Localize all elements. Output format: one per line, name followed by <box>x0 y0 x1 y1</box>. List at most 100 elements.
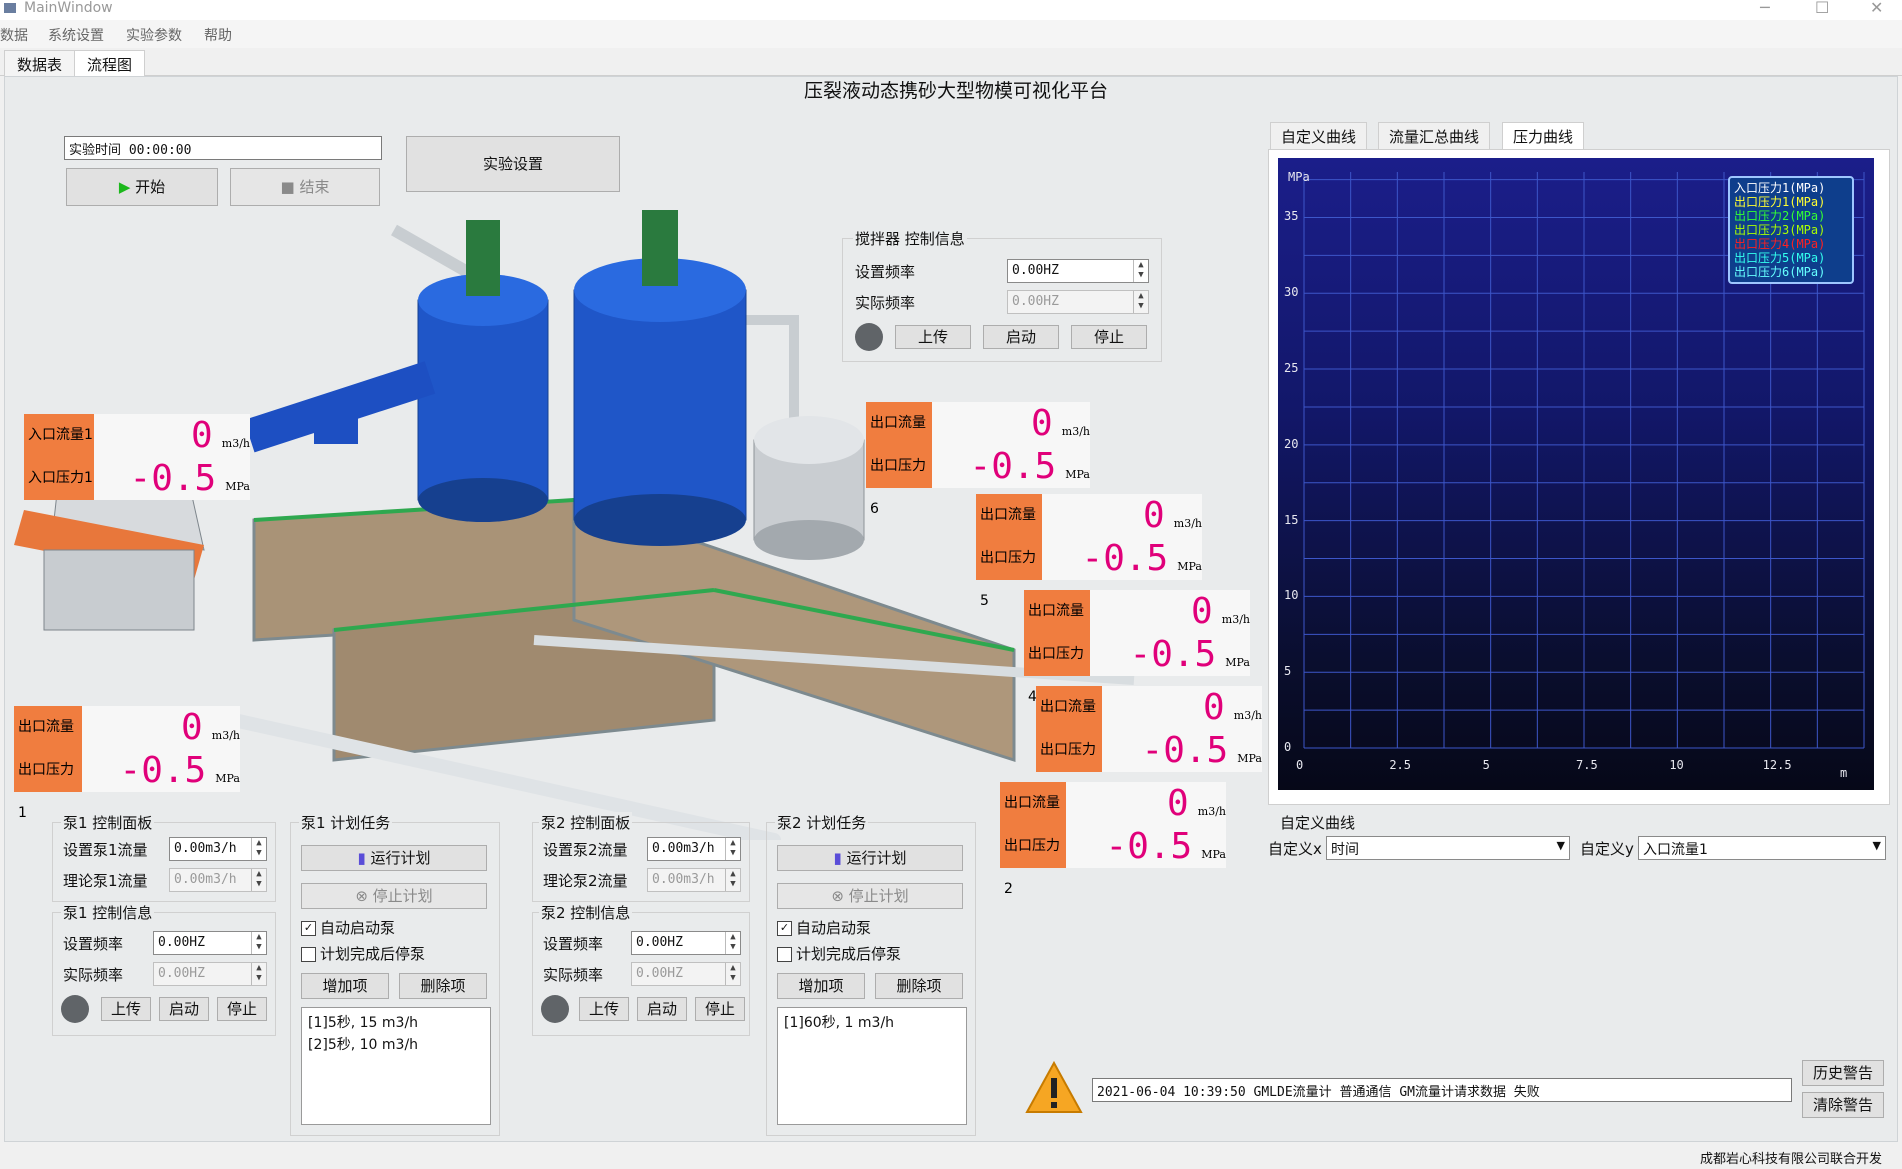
pump2-plan-group: 泵2 计划任务 ▮ 运行计划 ⊗ 停止计划 ✓自动启动泵 计划完成后停泵 增加项… <box>766 812 976 1136</box>
gauge-flow-number: 0 <box>1143 495 1165 536</box>
mixer-act-freq-label: 实际频率 <box>855 294 916 312</box>
pump2-set-flow-input[interactable]: 0.00m3/h ▲▼ <box>647 837 741 861</box>
pump1-set-flow-input[interactable]: 0.00m3/h ▲▼ <box>169 837 267 861</box>
pump1-upload-button[interactable]: 上传 <box>101 997 151 1021</box>
pump2-add-item-button[interactable]: 增加项 <box>777 973 865 999</box>
spin-arrows-icon[interactable]: ▲▼ <box>725 932 740 954</box>
pump2-plan-list[interactable]: [1]60秒, 1 m3/h <box>777 1007 967 1125</box>
x-tick-label: 12.5 <box>1762 758 1792 772</box>
mixer-set-freq-value: 0.00HZ <box>1012 263 1059 278</box>
gauge-flow-label: 出口流量1 <box>14 706 82 778</box>
pump2-stop-plan-button[interactable]: ⊗ 停止计划 <box>777 883 963 909</box>
chart-legend[interactable]: 入口压力1(MPa)出口压力1(MPa)出口压力2(MPa)出口压力3(MPa)… <box>1728 176 1854 284</box>
spin-arrows-icon[interactable]: ▲▼ <box>251 838 266 860</box>
end-button[interactable]: ■ 结束 <box>230 168 380 206</box>
pump2-auto-start-checkbox[interactable]: ✓ 自动启动泵 <box>777 917 871 938</box>
legend-entry[interactable]: 出口压力5(MPa) <box>1734 251 1826 265</box>
app-icon <box>4 3 16 13</box>
gauge-flow-unit: m3/h <box>1061 425 1090 438</box>
pump2-theory-flow-label: 理论泵2流量 <box>543 872 628 890</box>
pump2-panel-title: 泵2 控制面板 <box>539 812 633 833</box>
pump1-run-plan-button[interactable]: ▮ 运行计划 <box>301 845 487 871</box>
pump1-set-freq-input[interactable]: 0.00HZ ▲▼ <box>153 931 267 955</box>
pump2-auto-start-label: 自动启动泵 <box>796 919 872 937</box>
chevron-down-icon[interactable]: ▼ <box>1556 839 1565 852</box>
cancel-circle-icon: ⊗ <box>831 887 844 905</box>
pump1-plan-list[interactable]: [1]5秒, 15 m3/h [2]5秒, 10 m3/h <box>301 1007 491 1125</box>
pump1-theory-flow-input: 0.00m3/h ▲▼ <box>169 868 267 892</box>
spin-arrows-icon: ▲▼ <box>251 869 266 891</box>
custom-y-select[interactable]: 入口流量1 ▼ <box>1638 836 1886 860</box>
menu-item-data[interactable]: 数据 <box>0 28 28 44</box>
pump2-set-flow-label: 设置泵2流量 <box>543 841 628 859</box>
pump2-upload-button[interactable]: 上传 <box>579 997 629 1021</box>
pump1-plan-title: 泵1 计划任务 <box>299 812 393 833</box>
pump1-stop-plan-button[interactable]: ⊗ 停止计划 <box>301 883 487 909</box>
menu-item-experiment-params[interactable]: 实验参数 <box>126 28 182 44</box>
gauge-flow-value: 0 m3/h <box>1090 590 1250 633</box>
pump1-stop-button[interactable]: 停止 <box>217 997 267 1021</box>
y-tick-label: 10 <box>1284 588 1299 603</box>
mixer-set-freq-input[interactable]: 0.00HZ ▲▼ <box>1007 259 1149 283</box>
legend-entry[interactable]: 出口压力3(MPa) <box>1734 223 1826 237</box>
gauge-pressure-value: -0.5 MPa <box>82 749 240 792</box>
pump1-status-led <box>61 995 89 1023</box>
list-item[interactable]: [1]5秒, 15 m3/h <box>308 1015 419 1031</box>
pump2-run-plan-button[interactable]: ▮ 运行计划 <box>777 845 963 871</box>
legend-entry[interactable]: 出口压力4(MPa) <box>1734 237 1826 251</box>
spin-arrows-icon: ▲▼ <box>725 869 740 891</box>
menu-item-system-settings[interactable]: 系统设置 <box>48 28 104 44</box>
spin-arrows-icon[interactable]: ▲▼ <box>251 932 266 954</box>
gauge-pressure-value: -0.5 MPa <box>1066 825 1226 868</box>
maximize-icon[interactable]: ☐ <box>1815 0 1830 17</box>
history-alarm-button[interactable]: 历史警告 <box>1802 1060 1884 1086</box>
chevron-down-icon[interactable]: ▼ <box>1872 839 1881 852</box>
x-tick-label: 10 <box>1669 758 1684 772</box>
checkbox-checked-icon: ✓ <box>301 921 316 936</box>
checkbox-checked-icon: ✓ <box>777 921 792 936</box>
legend-entry[interactable]: 出口压力2(MPa) <box>1734 209 1826 223</box>
experiment-settings-button[interactable]: 实验设置 <box>406 136 620 192</box>
mixer-control-group: 搅拌器 控制信息 设置频率 0.00HZ ▲▼ 实际频率 0.00HZ ▲▼ 上… <box>842 228 1162 362</box>
mixer-stop-button[interactable]: 停止 <box>1071 325 1147 349</box>
y-tick-label: 5 <box>1284 664 1292 679</box>
close-icon[interactable]: ✕ <box>1870 0 1884 17</box>
list-item[interactable]: [2]5秒, 10 m3/h <box>308 1037 419 1053</box>
pump1-set-flow-value: 0.00m3/h <box>174 841 237 856</box>
legend-entry[interactable]: 出口压力6(MPa) <box>1734 265 1826 279</box>
menu-item-help[interactable]: 帮助 <box>204 28 232 44</box>
pump1-stop-after-checkbox[interactable]: 计划完成后停泵 <box>301 943 425 964</box>
custom-x-select[interactable]: 时间 ▼ <box>1326 836 1570 860</box>
pump2-control-info: 泵2 控制信息 设置频率 0.00HZ ▲▼ 实际频率 0.00HZ ▲▼ 上传… <box>532 902 750 1036</box>
mixer-upload-button[interactable]: 上传 <box>895 325 971 349</box>
x-tick-label: 5 <box>1482 758 1490 772</box>
gauge-flow-unit: m3/h <box>1221 613 1250 626</box>
pump1-add-item-button[interactable]: 增加项 <box>301 973 389 999</box>
spin-arrows-icon[interactable]: ▲▼ <box>725 838 740 860</box>
mixer-start-button[interactable]: 启动 <box>983 325 1059 349</box>
pump2-stop-after-checkbox[interactable]: 计划完成后停泵 <box>777 943 901 964</box>
pump2-start-button[interactable]: 启动 <box>637 997 687 1021</box>
clear-alarm-button[interactable]: 清除警告 <box>1802 1092 1884 1118</box>
pump2-info-title: 泵2 控制信息 <box>539 902 633 923</box>
spin-arrows-icon[interactable]: ▲▼ <box>1133 260 1148 282</box>
gauge-outlet-2: 出口流量2 0 m3/h 出口压力2 -0.5 MPa <box>1000 782 1226 897</box>
stop-square-icon: ■ <box>280 178 295 196</box>
pump2-delete-item-button[interactable]: 删除项 <box>875 973 963 999</box>
start-button[interactable]: ▶ 开始 <box>66 168 218 206</box>
custom-x-label: 自定义x <box>1268 840 1322 858</box>
pump1-run-plan-label: 运行计划 <box>370 849 431 867</box>
pump1-start-button[interactable]: 启动 <box>159 997 209 1021</box>
gauge-outlet-3: 出口流量3 0 m3/h 出口压力3 -0.5 MPa <box>1036 686 1262 801</box>
pump2-stop-button[interactable]: 停止 <box>695 997 745 1021</box>
y-axis-label: MPa <box>1288 170 1310 184</box>
minimize-icon[interactable]: ─ <box>1760 0 1770 17</box>
legend-entry[interactable]: 入口压力1(MPa) <box>1734 181 1826 195</box>
legend-entry[interactable]: 出口压力1(MPa) <box>1734 195 1826 209</box>
list-item[interactable]: [1]60秒, 1 m3/h <box>784 1015 895 1031</box>
pump2-set-freq-input[interactable]: 0.00HZ ▲▼ <box>631 931 741 955</box>
pump1-auto-start-checkbox[interactable]: ✓自动启动泵 <box>301 917 395 938</box>
pump1-delete-item-button[interactable]: 删除项 <box>399 973 487 999</box>
pressure-plot: MPa m 入口压力1(MPa)出口压力1(MPa)出口压力2(MPa)出口压力… <box>1278 158 1874 790</box>
gauge-pressure-value: -0.5 MPa <box>1042 537 1202 580</box>
